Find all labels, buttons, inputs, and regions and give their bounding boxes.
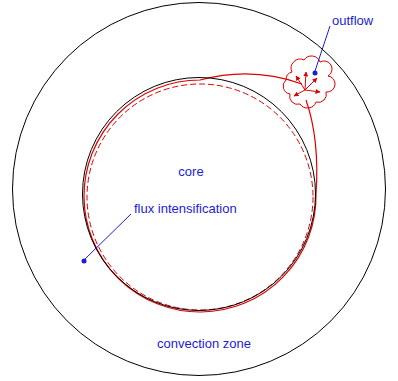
leader-dot [313,71,318,76]
circle-outline [12,2,386,376]
core-region: core [82,77,316,311]
convection-zone-region: convection zone core [12,2,386,376]
circle-outline [82,77,316,311]
circle-outline [83,78,316,311]
region-label: core [178,165,203,180]
outflow-arrow [296,76,305,90]
outflow-arrow [305,78,317,90]
leader-line [315,26,330,71]
outflow-arrow [294,90,305,96]
outflow-arrow [305,72,306,90]
callout-label: flux intensification [134,202,237,217]
outflow-arrow [305,90,320,92]
leader-dot [82,259,87,264]
outflow-arrows [294,72,320,96]
dashed-field-line [87,84,313,310]
outflow-label: outflow [332,14,373,29]
outflow-cloud [283,56,335,108]
leader-line [85,214,131,259]
circle-outline [13,3,386,376]
region-label: convection zone [157,337,251,352]
